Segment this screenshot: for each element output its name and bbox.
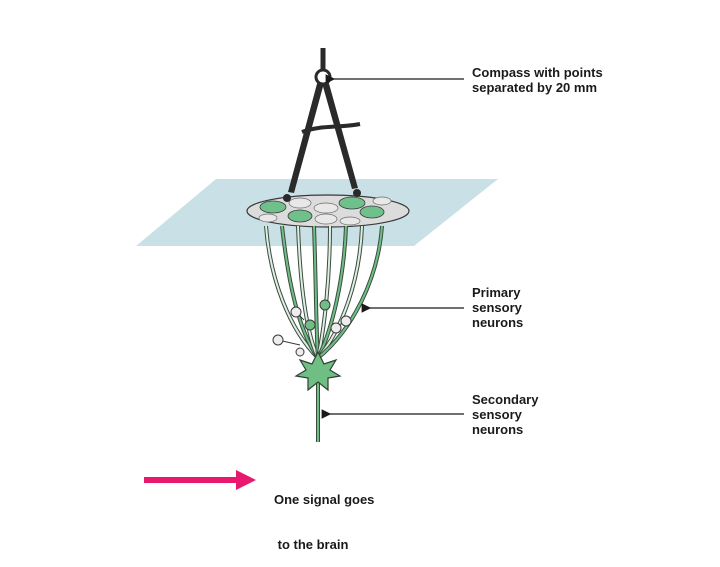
receptor-field (359, 205, 385, 219)
compass-label: Compass with points separated by 20 mm (472, 65, 603, 95)
signal-label-line-2: to the brain (274, 537, 349, 552)
receptor-field (372, 196, 392, 206)
primary-label-line-2: sensory (472, 300, 522, 315)
receptive-field-disc (246, 194, 410, 228)
receptor-field (314, 213, 338, 225)
secondary-label-line-1: Secondary (472, 392, 539, 407)
compass-label-line-2: separated by 20 mm (472, 80, 598, 95)
secondary-sensory-neuron (294, 350, 342, 442)
receptor-field (288, 197, 312, 209)
receptor-field (339, 216, 361, 226)
receptor-field (338, 196, 366, 210)
primary-label-line-3: neurons (472, 315, 524, 330)
two-point-discrimination-diagram (136, 48, 498, 490)
receptor-field (287, 209, 313, 223)
neuron-cell-bodies (272, 299, 352, 357)
compass-icon (283, 48, 361, 202)
receptor-field (313, 202, 339, 214)
compass-label-line-1: Compass with points (472, 65, 603, 80)
receptor-field (258, 213, 278, 223)
signal-label: One signal goes to the brain (274, 462, 374, 567)
arrow-right-icon (144, 470, 256, 490)
primary-neurons-label: Primary sensory neurons (472, 285, 523, 330)
secondary-label-line-3: neurons (472, 422, 524, 437)
receptor-field (259, 200, 287, 214)
signal-label-line-1: One signal goes (274, 492, 375, 507)
primary-sensory-neurons (264, 225, 384, 360)
secondary-label-line-2: sensory (472, 407, 522, 422)
secondary-neurons-label: Secondary sensory neurons (472, 392, 538, 437)
primary-label-line-1: Primary (472, 285, 521, 300)
